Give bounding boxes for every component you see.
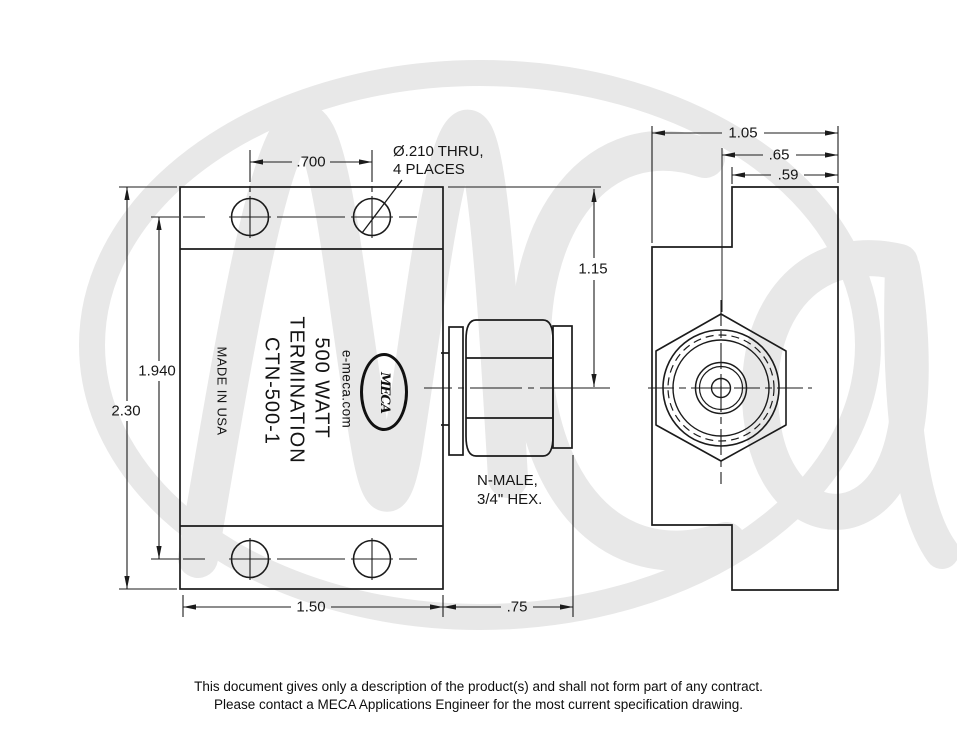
hole-note-leader-line: [361, 179, 403, 234]
hole-centerlines: [183, 150, 417, 580]
disclaimer: This document gives only a description o…: [0, 678, 957, 714]
termination-text: TERMINATION: [285, 316, 308, 464]
connector-callout-line1: N-MALE,: [477, 472, 538, 489]
connector-callout-line2: 3/4" HEX.: [477, 491, 543, 508]
dim-center-from-top: 1.15: [578, 260, 608, 278]
dim-connector-length: .75: [506, 598, 528, 616]
dim-center-from-back: .65: [768, 146, 790, 164]
dim-plate-depth: .59: [777, 166, 799, 184]
dimension-lines: [119, 126, 839, 617]
disclaimer-line2: Please contact a MECA Applications Engin…: [213, 697, 744, 712]
made-in-usa-text: MADE IN USA: [214, 346, 230, 436]
dim-hole-spacing: .700: [296, 153, 326, 171]
hole-note-line2: 4 PLACES: [393, 161, 465, 178]
dim-total-depth: 1.05: [728, 124, 758, 142]
website-text: e-meca.com: [339, 349, 355, 429]
meca-logo-text: MECA: [376, 371, 392, 413]
dim-hole-row-spacing: 1.940: [138, 362, 176, 380]
side-view-outline: [651, 186, 839, 591]
end-view-centerlines: [648, 300, 812, 484]
dim-body-width: 1.50: [296, 598, 326, 616]
dim-body-height: 2.30: [111, 402, 141, 420]
model-number-text: CTN-500-1: [260, 337, 283, 445]
meca-logo: MECA: [360, 353, 408, 431]
hole-note: Ø.210 THRU, 4 PLACES: [393, 143, 484, 179]
wattage-text: 500 WATT: [310, 337, 333, 439]
disclaimer-line1: This document gives only a description o…: [194, 679, 763, 694]
hole-note-line1: Ø.210 THRU,: [393, 143, 484, 160]
connector-callout: N-MALE, 3/4" HEX.: [477, 471, 542, 509]
connector-profile: [441, 319, 573, 457]
